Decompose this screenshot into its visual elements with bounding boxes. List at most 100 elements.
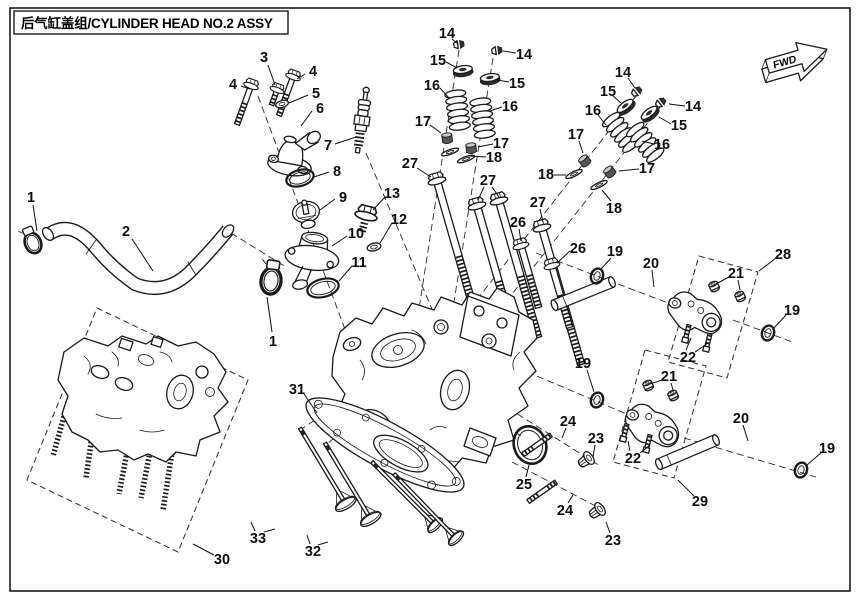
callout-number: 19 — [607, 244, 623, 260]
callout-20: 20 — [643, 256, 659, 288]
callout-20: 20 — [733, 411, 749, 442]
callout-number: 17 — [493, 136, 509, 152]
callout-number: 8 — [333, 164, 341, 180]
callout-number: 14 — [439, 26, 455, 42]
part-gasket-ring-8 — [285, 168, 315, 188]
page-title: 后气缸盖组/CYLINDER HEAD NO.2 ASSY — [21, 15, 273, 31]
callout-number: 20 — [733, 411, 749, 427]
callout-17: 17 — [477, 136, 509, 152]
callout-number: 2 — [122, 224, 130, 240]
callout-number: 10 — [348, 226, 364, 242]
callout-4: 4 — [296, 64, 317, 80]
callout-23: 23 — [588, 431, 604, 458]
callout-number: 26 — [510, 215, 526, 231]
callout-number: 15 — [671, 118, 687, 134]
callout-22: 22 — [625, 440, 651, 467]
callout-17: 17 — [568, 127, 584, 154]
callout-layer: 1213445678910111213141516171415161718141… — [27, 26, 835, 568]
callout-14: 14 — [439, 26, 459, 45]
callout-15: 15 — [658, 116, 687, 134]
callout-25: 25 — [516, 464, 532, 493]
callout-number: 9 — [339, 190, 347, 206]
part-thermostat-housing-10 — [284, 231, 340, 290]
callout-number: 19 — [784, 303, 800, 319]
callout-13: 13 — [372, 186, 400, 211]
callout-19: 19 — [806, 441, 835, 466]
callout-7: 7 — [324, 136, 357, 154]
callout-33: 33 — [250, 521, 276, 547]
callout-24: 24 — [557, 494, 574, 519]
callout-number: 13 — [384, 186, 400, 202]
callout-15: 15 — [496, 76, 525, 92]
callout-23: 23 — [605, 521, 621, 549]
callout-5: 5 — [288, 86, 320, 104]
callout-12: 12 — [379, 212, 407, 244]
callout-26: 26 — [556, 241, 586, 264]
callout-number: 16 — [502, 99, 518, 115]
callout-number: 1 — [269, 334, 277, 350]
callout-number: 6 — [316, 101, 324, 117]
part-oring-11 — [306, 277, 340, 299]
fwd-direction-icon: FWD — [761, 41, 828, 84]
callout-30: 30 — [192, 543, 230, 568]
callout-16: 16 — [641, 137, 670, 153]
callout-18: 18 — [468, 150, 502, 166]
callout-number: 19 — [819, 441, 835, 457]
callout-19: 19 — [575, 356, 595, 393]
callout-number: 16 — [654, 137, 670, 153]
callout-number: 12 — [391, 212, 407, 228]
callout-9: 9 — [319, 190, 347, 211]
callout-17: 17 — [415, 114, 442, 134]
callout-16: 16 — [585, 103, 607, 126]
callout-15: 15 — [430, 53, 458, 69]
callout-19: 19 — [600, 244, 623, 270]
callout-32: 32 — [305, 534, 329, 560]
part-water-hose — [41, 221, 235, 295]
callout-number: 24 — [557, 503, 573, 519]
callout-11: 11 — [338, 255, 367, 282]
callout-number: 27 — [530, 195, 546, 211]
callout-number: 1 — [27, 190, 35, 206]
callout-number: 16 — [585, 103, 601, 119]
title-box — [13, 10, 289, 35]
callout-number: 14 — [615, 65, 631, 81]
callout-8: 8 — [313, 164, 341, 180]
callout-number: 29 — [692, 494, 708, 510]
callout-number: 16 — [424, 78, 440, 94]
callout-31: 31 — [289, 382, 318, 414]
callout-number: 20 — [643, 256, 659, 272]
callout-10: 10 — [331, 226, 364, 247]
group-box-28 — [667, 255, 759, 379]
part-cylinder-head-assembly — [50, 335, 229, 511]
callout-number: 30 — [214, 552, 230, 568]
callout-16: 16 — [424, 78, 450, 99]
callout-4: 4 — [229, 77, 251, 93]
callout-number: 23 — [588, 431, 604, 447]
callout-21: 21 — [715, 266, 744, 291]
callout-number: 32 — [305, 544, 321, 560]
callout-3: 3 — [260, 50, 276, 86]
part-washer-12 — [366, 242, 382, 252]
callout-18: 18 — [601, 189, 622, 217]
callout-number: 4 — [229, 77, 237, 93]
callout-6: 6 — [300, 101, 324, 127]
callout-number: 4 — [309, 64, 317, 80]
callout-17: 17 — [618, 161, 655, 177]
callout-19: 19 — [772, 303, 800, 330]
callout-21: 21 — [649, 369, 677, 391]
callout-number: 3 — [260, 50, 268, 66]
callout-number: 33 — [250, 531, 266, 547]
callout-29: 29 — [677, 479, 708, 510]
callout-24: 24 — [560, 414, 576, 439]
part-washer-5 — [275, 99, 289, 109]
callout-number: 15 — [600, 84, 616, 100]
callout-number: 31 — [289, 382, 305, 398]
callout-14: 14 — [668, 99, 701, 115]
callout-27: 27 — [530, 195, 546, 223]
callout-14: 14 — [615, 65, 636, 89]
callout-number: 17 — [568, 127, 584, 143]
callout-number: 24 — [560, 414, 576, 430]
callout-16: 16 — [489, 99, 518, 115]
callout-number: 25 — [516, 477, 532, 493]
